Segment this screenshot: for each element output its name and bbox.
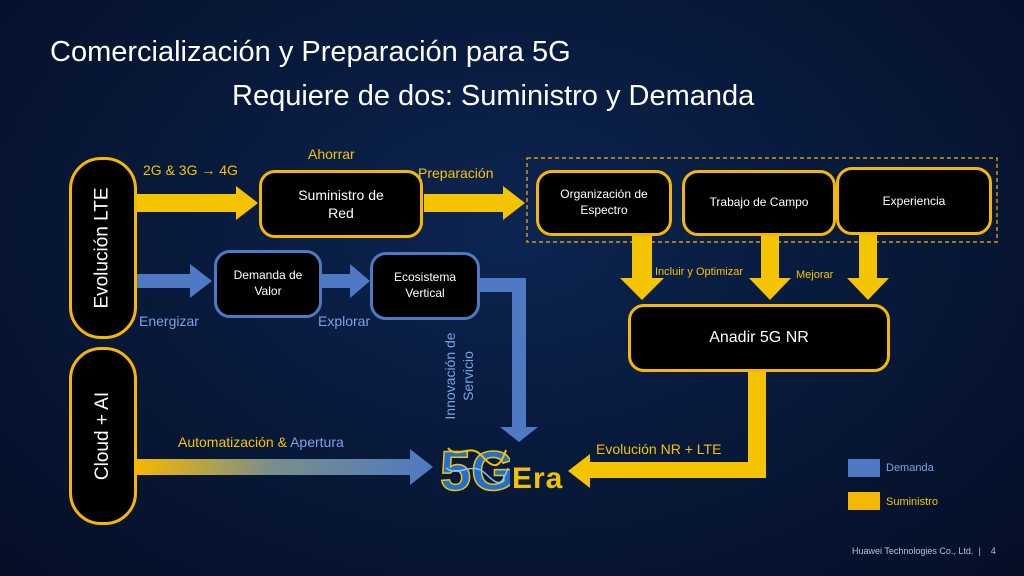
label-apertura-text: Apertura — [290, 434, 344, 450]
label-2g-3g-4g: 2G & 3G → 4G — [143, 162, 238, 178]
title-line-2: Requiere de dos: Suministro y Demanda — [232, 80, 755, 112]
label-ahorrar: Ahorrar — [308, 146, 355, 162]
arrow-demanda-to-ecosistema — [322, 264, 370, 298]
label-innovacion-servicio: Innovación de Servicio — [442, 332, 476, 420]
arrow-cloud-to-era — [137, 449, 433, 485]
footer-divider: | — [975, 546, 989, 556]
pill-cloud-ai-label: Cloud + AI — [92, 391, 114, 481]
node-suministro-red-label: Suministro de Red — [298, 186, 384, 221]
node-anadir-5g-nr-label: Anadir 5G NR — [709, 328, 809, 346]
legend-suministro-label: Suministro — [886, 496, 938, 508]
footer: Huawei Technologies Co., Ltd. | 4 — [852, 546, 996, 556]
node-experiencia: Experiencia — [836, 167, 992, 235]
arrow-ecosistema-to-era — [478, 278, 538, 442]
arrow-campo-down — [749, 234, 791, 300]
label-energizar: Energizar — [139, 313, 199, 329]
label-preparacion: Preparación — [418, 165, 494, 181]
title-line-1: Comercialización y Preparación para 5G — [50, 36, 571, 68]
legend-demanda-label: Demanda — [886, 462, 934, 474]
label-incluir-optimizar: Incluir y Optimizar — [655, 266, 744, 278]
legend-suministro-swatch — [848, 492, 880, 510]
pill-evolucion-lte-label: Evolución LTE — [92, 187, 114, 309]
logo-5g-text: 5G — [440, 439, 510, 496]
logo-era-text: Era — [512, 462, 564, 495]
arrow-espectro-down — [620, 234, 664, 300]
arrow-suministro-to-espectro — [424, 186, 525, 220]
node-demanda-valor-label: Demanda de Valor — [233, 268, 303, 298]
arrow-lte-to-suministro — [137, 186, 258, 220]
footer-page-number: 4 — [990, 546, 996, 556]
label-automatizacion-text: Automatización & — [178, 434, 287, 450]
node-organizacion-espectro: Organización de Espectro — [536, 170, 672, 236]
arrow-anadir-to-era — [568, 372, 766, 488]
node-ecosistema-vertical-label: Ecosistema Vertical — [393, 270, 457, 300]
footer-company: Huawei Technologies Co., Ltd. — [852, 546, 974, 556]
node-demanda-valor: Demanda de Valor — [214, 250, 322, 318]
supply-group-box — [526, 157, 998, 243]
label-mejorar: Mejorar — [796, 269, 834, 281]
node-trabajo-campo-label: Trabajo de Campo — [709, 195, 809, 210]
label-automatizacion: Automatización & Apertura — [178, 434, 344, 450]
node-anadir-5g-nr: Anadir 5G NR — [628, 304, 890, 372]
pill-evolucion-lte: Evolución LTE — [69, 157, 137, 339]
label-explorar: Explorar — [318, 313, 371, 329]
node-suministro-red: Suministro de Red — [259, 170, 423, 238]
label-evolucion-nr-lte: Evolución NR + LTE — [596, 441, 722, 457]
arrow-experiencia-down — [847, 234, 889, 300]
logo-5g-icon: 5G — [440, 438, 510, 496]
node-trabajo-campo: Trabajo de Campo — [682, 170, 836, 236]
legend-demanda-swatch — [848, 459, 880, 477]
arrow-lte-to-demanda — [137, 264, 212, 298]
node-ecosistema-vertical: Ecosistema Vertical — [370, 252, 480, 320]
node-experiencia-label: Experiencia — [882, 194, 946, 208]
pill-cloud-ai: Cloud + AI — [69, 347, 137, 525]
node-organizacion-espectro-label: Organización de Espectro — [560, 187, 648, 217]
